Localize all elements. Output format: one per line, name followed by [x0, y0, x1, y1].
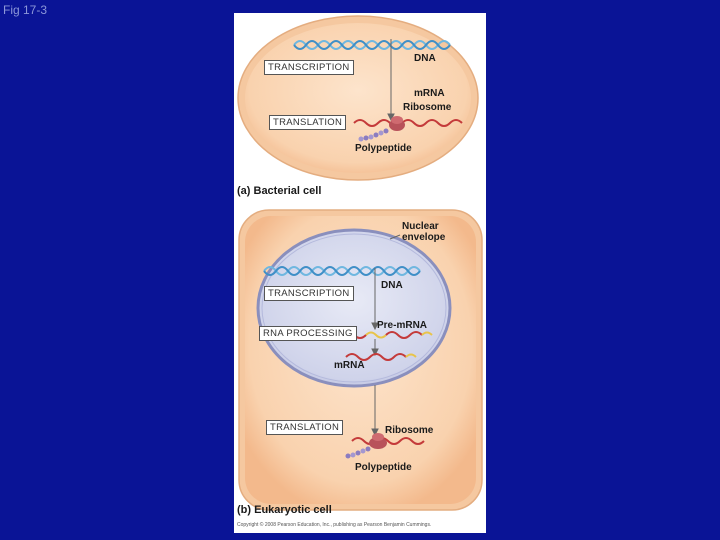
eukaryotic-mrna-label: mRNA	[334, 360, 365, 371]
bacterial-polypeptide-label: Polypeptide	[355, 143, 412, 154]
eukaryotic-caption: (b) Eukaryotic cell	[237, 504, 332, 516]
eukaryotic-translation-box: TRANSLATION	[266, 420, 344, 435]
eukaryotic-ribosome-label: Ribosome	[385, 425, 434, 436]
bacterial-dna-helix	[293, 40, 451, 50]
bacterial-dna-label: DNA	[414, 53, 436, 64]
bacterial-caption: (a) Bacterial cell	[237, 185, 322, 197]
bacterial-mrna-strand	[353, 119, 463, 127]
nucleus	[256, 228, 452, 388]
bacterial-mrna-label: mRNA	[414, 88, 445, 99]
eukaryotic-polypeptide-label: Polypeptide	[355, 462, 412, 473]
bacterial-polypeptide	[358, 128, 389, 142]
copyright-notice: Copyright © 2008 Pearson Education, Inc.…	[237, 522, 432, 528]
eukaryotic-dna-label: DNA	[381, 280, 403, 291]
nuclear-envelope-pointer	[389, 234, 401, 240]
eukaryotic-transcription-box: TRANSCRIPTION	[264, 286, 354, 301]
eukaryotic-dna-helix	[263, 266, 421, 276]
pre-mrna-label: Pre-mRNA	[377, 320, 428, 331]
bacterial-ribosome	[389, 116, 405, 131]
bacterial-transcription-box: TRANSCRIPTION	[264, 60, 354, 75]
figure-panel: TRANSCRIPTION DNA mRNA Ribosome TRANSLAT…	[234, 13, 486, 533]
eukaryotic-arrow-1	[371, 268, 379, 331]
cytoplasm-mrna-strand	[351, 437, 425, 445]
eukaryotic-polypeptide	[345, 446, 371, 459]
bacterial-arrow	[387, 39, 395, 122]
bacterial-translation-box: TRANSLATION	[269, 115, 347, 130]
nuclear-envelope-label-line2: envelope	[402, 232, 446, 243]
figure-label: Fig 17-3	[3, 3, 48, 17]
processed-mrna-strand	[345, 353, 417, 361]
eukaryotic-arrow-3	[371, 385, 379, 437]
eukaryotic-ribosome	[369, 433, 387, 449]
eukaryotic-arrow-2	[371, 339, 379, 357]
bacterial-ribosome-label: Ribosome	[403, 102, 452, 113]
diagram-art	[237, 15, 483, 511]
nuclear-envelope-label-line1: Nuclear	[402, 221, 439, 232]
rna-processing-box: RNA PROCESSING	[259, 326, 357, 341]
